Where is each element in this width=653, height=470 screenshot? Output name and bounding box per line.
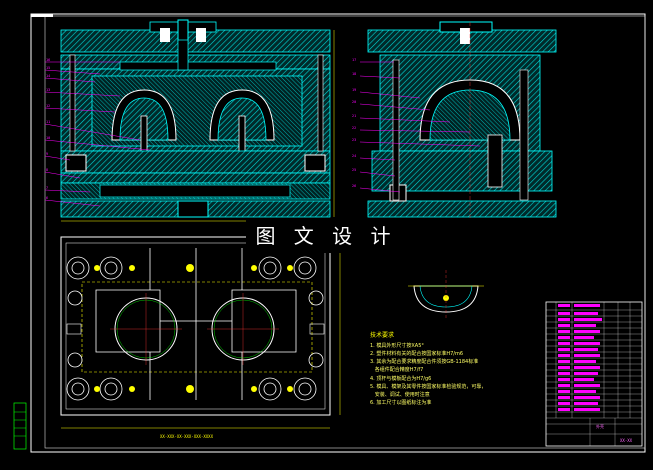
- part-detail: [408, 270, 484, 318]
- svg-text:16: 16: [46, 58, 50, 62]
- svg-text:20: 20: [352, 100, 356, 104]
- svg-text:26: 26: [352, 184, 356, 188]
- svg-text:21: 21: [352, 114, 356, 118]
- notes-heading: 技术要求: [370, 332, 395, 339]
- svg-text:6: 6: [46, 196, 48, 200]
- svg-text:10: 10: [46, 136, 50, 140]
- note-line: 6. 加工尺寸以图纸标注为准: [370, 400, 432, 407]
- inner-frame: [44, 15, 646, 449]
- svg-text:8: 8: [46, 168, 48, 172]
- note-line: 4. 顶杆与模板配合为H7/g6: [370, 375, 432, 382]
- note-line: 1. 模具外形尺寸按XA5°: [370, 342, 424, 349]
- svg-text:15: 15: [46, 66, 50, 70]
- note-line: 2. 塑件材料有关的配合按国家标准H7/m6: [370, 350, 464, 357]
- watermark-text: 图 文 设 计: [246, 219, 406, 253]
- note-line: 5. 模具、模架及其零件按国家标准检验规范，可靠，: [370, 383, 487, 390]
- svg-text:13: 13: [46, 88, 50, 92]
- plan-view-caption: XX-XXX-XX-XXX-XXX-XXXX: [160, 434, 213, 439]
- svg-text:12: 12: [46, 104, 50, 108]
- svg-text:24: 24: [352, 154, 356, 158]
- svg-text:9: 9: [46, 152, 48, 156]
- title-block-drawing-number: XX-XX: [620, 438, 633, 443]
- svg-text:7: 7: [46, 186, 48, 190]
- svg-text:25: 25: [352, 168, 356, 172]
- svg-text:17: 17: [352, 58, 356, 62]
- plan-view: [60, 236, 341, 429]
- svg-text:11: 11: [46, 120, 50, 124]
- svg-text:14: 14: [46, 74, 50, 78]
- svg-text:22: 22: [352, 126, 356, 130]
- note-line: 安装、调试、使用时注意: [370, 392, 430, 398]
- title-block-part-name: 外壳: [596, 424, 604, 429]
- title-block: [545, 301, 643, 447]
- top-tab: [31, 14, 53, 17]
- left-strip: [13, 402, 27, 450]
- note-line: 各组件配合精度H7/f7: [370, 367, 424, 374]
- side-section-view: 17 18 19 20 21 22 23 24 25 26: [352, 21, 557, 220]
- svg-text:18: 18: [352, 72, 356, 76]
- technical-requirements: 技术要求 1. 模具外形尺寸按XA5° 2. 塑件材料有关的配合按国家标准H7/…: [370, 332, 550, 409]
- svg-text:23: 23: [352, 138, 356, 142]
- note-line: 3. 其余为配合要求精度配合件须按GB-1184标准: [370, 359, 479, 365]
- main-section-view: 16 15 14 13 12 11 10 9 8 7 6: [44, 19, 335, 222]
- svg-text:19: 19: [352, 88, 356, 92]
